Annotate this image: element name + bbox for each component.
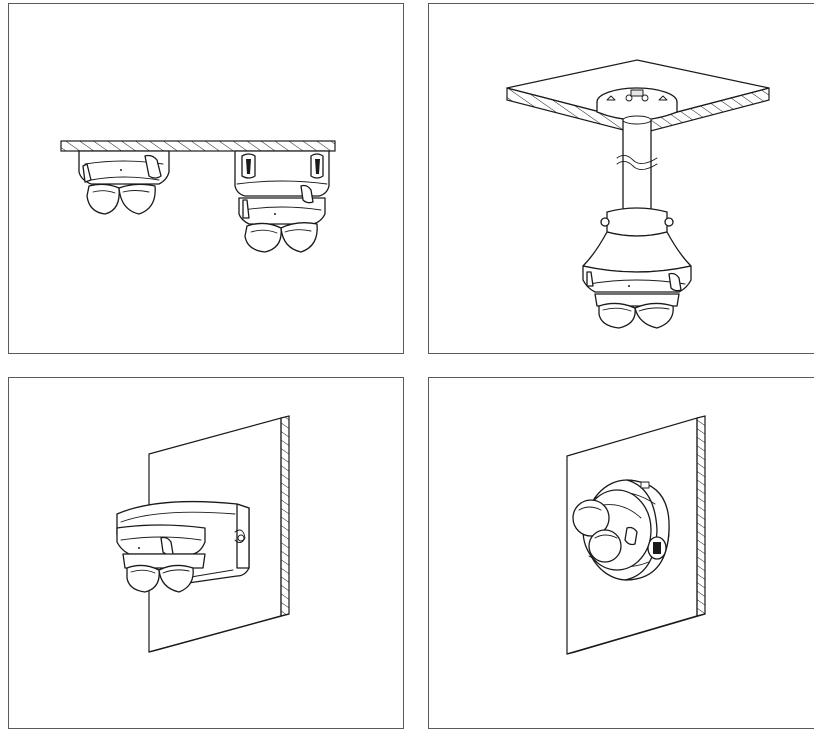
- panel-pendant-mount: [428, 3, 814, 354]
- panel-wall-mount-bracket: [8, 377, 404, 729]
- panel-wall-mount-junction-box: [428, 377, 814, 729]
- ceiling-mount-plate: [596, 87, 678, 121]
- dome-camera: [582, 265, 692, 329]
- dome-camera: [116, 524, 206, 593]
- dome-camera-right: [234, 150, 330, 253]
- dome-camera: [572, 489, 652, 571]
- dome-camera-left: [78, 150, 170, 215]
- pendant-pipe: [616, 115, 658, 215]
- pendant-adapter: [582, 207, 692, 273]
- wall-mount-bracket-illustration: [116, 415, 290, 653]
- ceiling-slab: [60, 140, 336, 152]
- pendant-mount-illustration: [506, 59, 770, 329]
- ceiling-mount-illustration: [60, 140, 336, 253]
- panel-ceiling-mount: [8, 3, 404, 354]
- wall-mount-junction-box-illustration: [566, 415, 706, 655]
